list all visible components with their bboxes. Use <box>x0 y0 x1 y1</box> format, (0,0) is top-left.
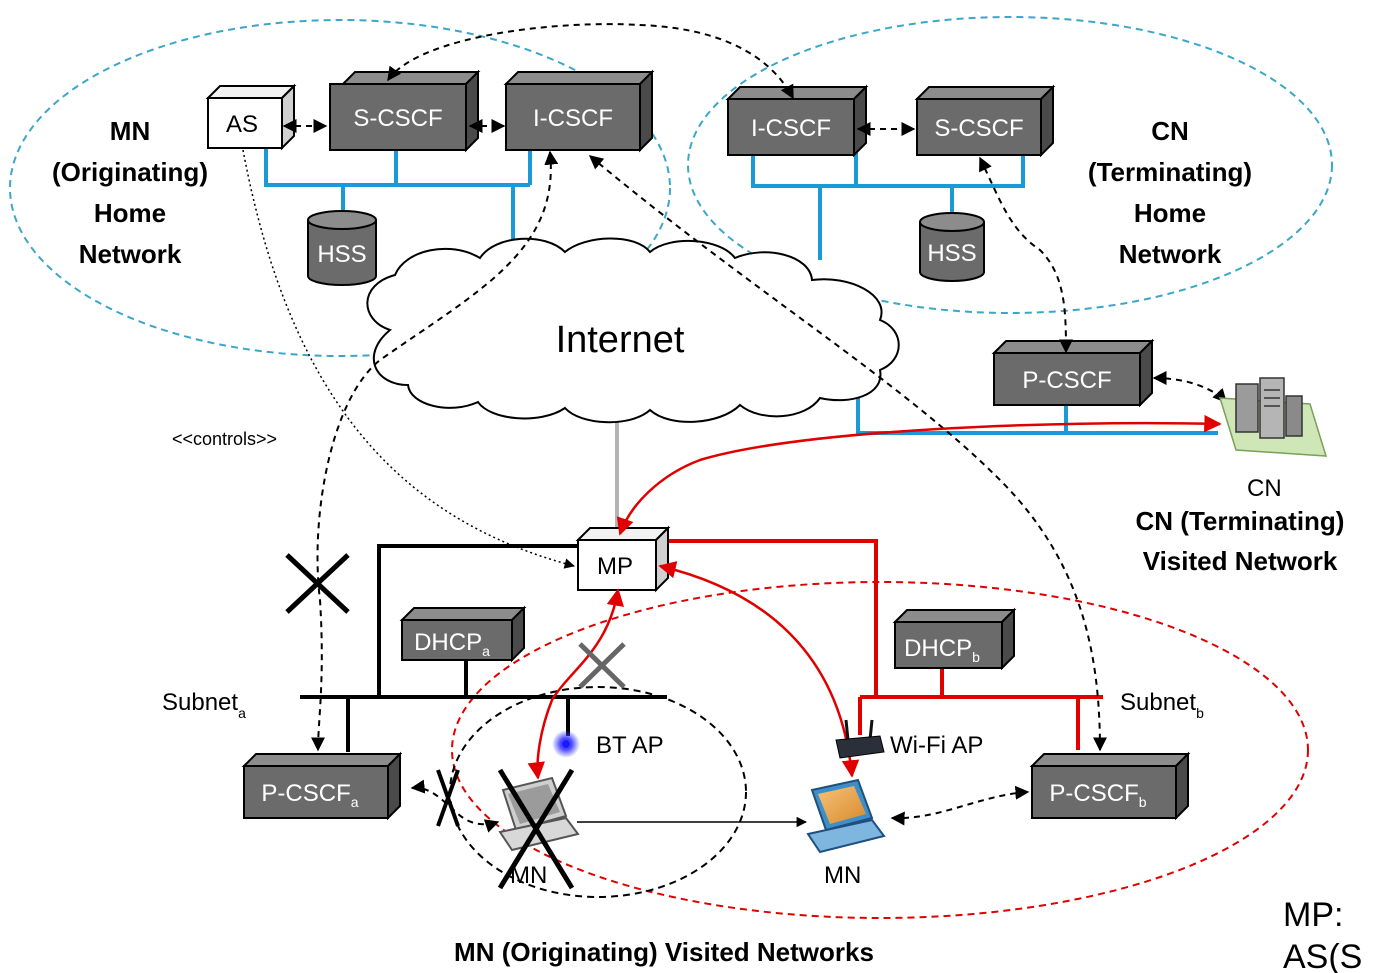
svg-text:Home: Home <box>94 198 166 228</box>
bt-ap-icon <box>552 730 580 758</box>
dhcp-a-node[interactable]: DHCPa <box>399 605 527 663</box>
svg-text:(Terminating): (Terminating) <box>1088 157 1252 187</box>
controls-dotted-line <box>242 149 576 569</box>
dhcp-b-node[interactable]: DHCPb <box>892 607 1017 671</box>
svg-text:Network: Network <box>1119 239 1222 269</box>
cn-pcscf-node[interactable]: P-CSCF <box>991 338 1155 408</box>
mn-hss-node[interactable]: HSS <box>307 210 377 286</box>
dhcp-b-label: DHCPb <box>904 635 980 665</box>
legend-line-2: AS(S <box>1283 938 1362 973</box>
svg-text:Home: Home <box>1134 198 1206 228</box>
cn-hss-label: HSS <box>927 240 976 267</box>
mn-icscf-label: I-CSCF <box>533 105 613 132</box>
broken-link-x-bt <box>578 642 626 689</box>
mn-icscf-node[interactable]: I-CSCF <box>503 69 655 153</box>
cn-scscf-node[interactable]: S-CSCF <box>914 84 1056 158</box>
cn-node-label: CN <box>1247 475 1282 502</box>
cn-visited-network-label: CN (Terminating) Visited Network <box>1136 506 1345 576</box>
mp-label: MP <box>597 553 633 580</box>
visited-network-b-region <box>451 581 1309 919</box>
legend-line-1: MP: <box>1283 896 1343 934</box>
cn-pcscf-label: P-CSCF <box>1022 367 1111 394</box>
mn-new-label: MN <box>824 862 861 889</box>
mn-home-network-label: MN (Originating) Home Network <box>52 116 208 269</box>
internet-label: Internet <box>556 319 685 361</box>
svg-text:Network: Network <box>79 239 182 269</box>
bt-ap-label: BT AP <box>596 732 664 759</box>
subnet-b-label: Subnetb <box>1120 689 1204 721</box>
svg-text:Visited Network: Visited Network <box>1143 546 1338 576</box>
mn-old-label: MN <box>510 862 547 889</box>
broken-link-x-top <box>285 553 350 614</box>
pcscf-a-label: P-CSCFa <box>261 780 358 810</box>
cn-home-network-label: CN (Terminating) Home Network <box>1088 116 1252 269</box>
as-label: AS <box>226 111 258 138</box>
mn-hss-label: HSS <box>317 241 366 268</box>
pcscf-b-node[interactable]: P-CSCFb <box>1029 751 1191 821</box>
svg-text:CN: CN <box>1151 116 1189 146</box>
wifi-ap-label: Wi-Fi AP <box>890 732 983 759</box>
controls-label: <<controls>> <box>172 429 277 449</box>
cn-icscf-node[interactable]: I-CSCF <box>725 84 869 158</box>
cn-icscf-label: I-CSCF <box>751 115 831 142</box>
cn-computer-icon <box>1218 377 1328 457</box>
media-paths <box>527 414 1222 780</box>
cn-scscf-label: S-CSCF <box>934 115 1023 142</box>
bt-coverage-region <box>449 686 747 898</box>
dhcp-a-label: DHCPa <box>414 629 490 659</box>
subnet-a-label: Subneta <box>162 689 246 721</box>
mn-laptop-new-icon <box>806 778 886 854</box>
pcscf-a-node[interactable]: P-CSCFa <box>241 751 403 821</box>
mp-node[interactable]: MP <box>575 525 671 593</box>
svg-text:CN (Terminating): CN (Terminating) <box>1136 506 1345 536</box>
subnet-b-lan <box>656 539 1103 750</box>
pcscf-b-label: P-CSCFb <box>1049 780 1146 810</box>
as-node[interactable]: AS <box>205 83 297 151</box>
svg-text:(Originating): (Originating) <box>52 157 208 187</box>
mn-scscf-label: S-CSCF <box>353 105 442 132</box>
signalling-arrows <box>282 23 1227 833</box>
cn-home-network-region <box>687 16 1333 314</box>
svg-text:MN: MN <box>110 116 150 146</box>
wifi-ap-icon <box>835 719 885 759</box>
mn-laptop-old-x <box>497 768 575 890</box>
mn-visited-network-label: MN (Originating) Visited Networks <box>454 937 874 967</box>
mn-scscf-node[interactable]: S-CSCF <box>329 69 481 153</box>
broken-link-x-pcscf-a <box>436 769 460 827</box>
cn-hss-node[interactable]: HSS <box>919 212 985 282</box>
